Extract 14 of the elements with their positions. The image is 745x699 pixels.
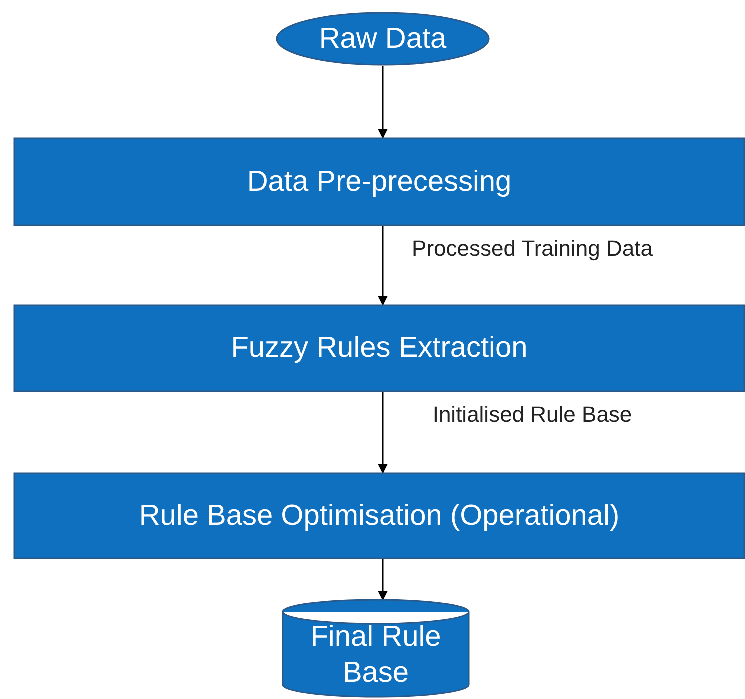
database-cylinder (282, 600, 470, 697)
process-box (14, 473, 745, 559)
node-label: Final Rule Base (310, 620, 442, 690)
process-box (14, 138, 745, 226)
arrow (378, 66, 388, 139)
arrow (378, 392, 388, 474)
node-label: Data Pre-precessing (247, 166, 512, 198)
node-label: Rule Base Optimisation (Operational) (139, 500, 620, 532)
node-label: Raw Data (319, 22, 447, 56)
arrow (378, 559, 388, 601)
process-box (14, 305, 745, 392)
arrow (378, 226, 388, 306)
node-label: Fuzzy Rules Extraction (231, 332, 528, 365)
start-ellipse (276, 12, 490, 66)
